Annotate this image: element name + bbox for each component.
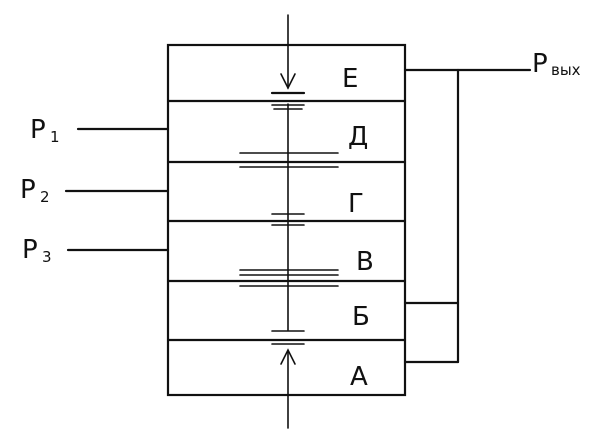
chamber-label-e: Е (342, 64, 358, 94)
svg-text:P: P (532, 49, 548, 79)
svg-text:1: 1 (50, 128, 60, 146)
input-label-3: P 3 (22, 235, 52, 266)
chamber-label-b: Б (352, 302, 370, 332)
stem-top-arrow (280, 73, 296, 90)
chamber-label-g: Г (348, 189, 364, 219)
chamber-label-d: Д (348, 122, 368, 152)
svg-text:2: 2 (40, 188, 50, 206)
svg-text:P: P (20, 175, 36, 205)
output-label: P вых (532, 49, 581, 79)
stem-bottom-arrow (280, 348, 296, 365)
chamber-label-a: А (350, 362, 368, 392)
svg-text:P: P (22, 235, 38, 265)
chamber-label-v: В (356, 247, 374, 277)
svg-text:вых: вых (551, 61, 581, 79)
input-label-1: P 1 (30, 115, 60, 146)
svg-text:3: 3 (42, 248, 52, 266)
svg-text:P: P (30, 115, 46, 145)
input-label-2: P 2 (20, 175, 50, 206)
